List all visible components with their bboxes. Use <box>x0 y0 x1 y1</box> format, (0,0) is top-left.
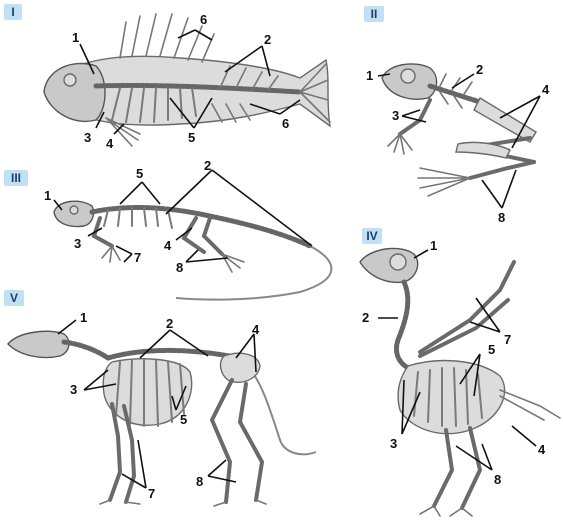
panel-lizard: III <box>4 158 331 300</box>
lizard-label-3: 3 <box>74 236 81 251</box>
panel-tag-dog: V <box>4 290 24 306</box>
svg-text:V: V <box>10 291 18 305</box>
lizard-label-8: 8 <box>176 260 183 275</box>
frog-label-2: 2 <box>476 62 483 77</box>
panel-tag-lizard: III <box>4 170 28 186</box>
bird-label-2: 2 <box>362 310 369 325</box>
svg-text:III: III <box>11 171 21 185</box>
lizard-label-2: 2 <box>204 158 211 173</box>
panel-fish: I <box>4 4 330 151</box>
panel-tag-frog: II <box>364 6 384 22</box>
lizard-label-4: 4 <box>164 238 172 253</box>
dog-skeleton <box>8 331 316 506</box>
bird-label-3: 3 <box>390 436 397 451</box>
svg-text:IV: IV <box>366 229 377 243</box>
bird-label-8: 8 <box>494 472 501 487</box>
bird-skeleton <box>360 248 560 516</box>
lizard-label-7: 7 <box>134 250 141 265</box>
fish-label-6-top: 6 <box>200 12 207 27</box>
dog-label-3: 3 <box>70 382 77 397</box>
dog-label-2: 2 <box>166 316 173 331</box>
bird-label-1: 1 <box>430 238 437 253</box>
panel-bird: IV <box>360 228 560 516</box>
fish-label-4: 4 <box>106 136 114 151</box>
fish-label-6-bottom: 6 <box>282 116 289 131</box>
dog-label-1: 1 <box>80 310 87 325</box>
lizard-label-5: 5 <box>136 166 143 181</box>
frog-label-1: 1 <box>366 68 373 83</box>
fish-label-5: 5 <box>188 130 195 145</box>
svg-text:I: I <box>11 5 14 19</box>
panel-tag-fish: I <box>4 4 22 20</box>
svg-text:II: II <box>371 7 378 21</box>
fish-label-3: 3 <box>84 130 91 145</box>
lizard-skeleton <box>54 201 331 299</box>
frog-label-3: 3 <box>392 108 399 123</box>
frog-label-4: 4 <box>542 82 550 97</box>
panel-dog: V <box>4 290 316 506</box>
bird-label-4: 4 <box>538 442 546 457</box>
dog-label-5: 5 <box>180 412 187 427</box>
dog-label-8: 8 <box>196 474 203 489</box>
fish-label-1: 1 <box>72 30 79 45</box>
fish-label-2: 2 <box>264 32 271 47</box>
bird-label-5: 5 <box>488 342 495 357</box>
frog-label-8: 8 <box>498 210 505 225</box>
dog-label-7: 7 <box>148 486 155 501</box>
panel-frog: II 1 <box>364 6 550 225</box>
lizard-label-1: 1 <box>44 188 51 203</box>
bird-label-7: 7 <box>504 332 511 347</box>
panel-tag-bird: IV <box>362 228 382 244</box>
dog-label-4: 4 <box>252 322 260 337</box>
